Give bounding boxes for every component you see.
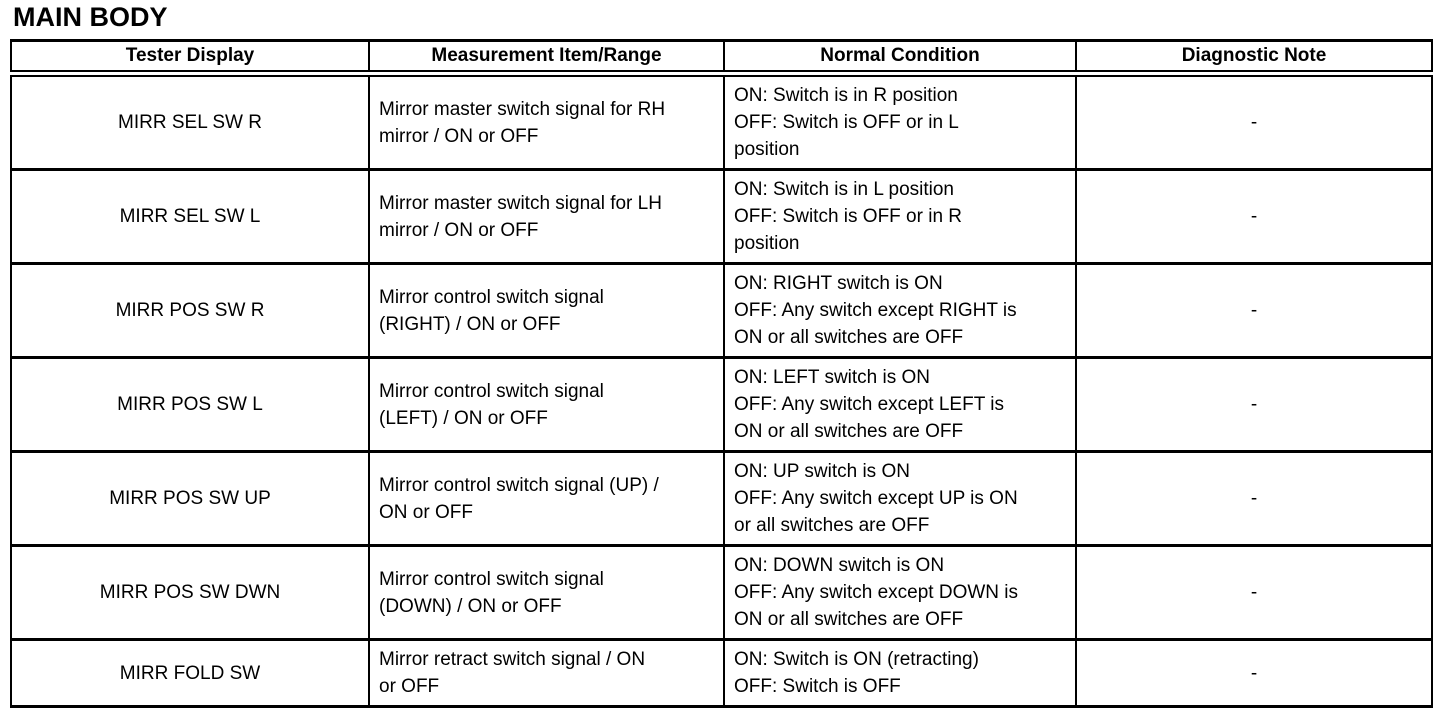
normal-condition-cell: ON: Switch is ON (retracting) OFF: Switc… <box>723 638 1077 708</box>
measurement-item-range-cell: Mirror control switch signal (RIGHT) / O… <box>368 262 725 359</box>
data-list-table: Tester Display Measurement Item/Range No… <box>10 39 1433 708</box>
normal-condition-cell: ON: DOWN switch is ON OFF: Any switch ex… <box>723 544 1077 641</box>
table-row: MIRR SEL SW R Mirror master switch signa… <box>10 72 1433 171</box>
table-row: MIRR POS SW L Mirror control switch sign… <box>10 356 1433 453</box>
diagnostic-note-cell: - <box>1075 262 1433 359</box>
table-header-row: Tester Display Measurement Item/Range No… <box>10 39 1433 77</box>
page-title: MAIN BODY <box>13 2 168 32</box>
table-row: MIRR POS SW DWN Mirror control switch si… <box>10 544 1433 641</box>
diagnostic-note-cell: - <box>1075 638 1433 708</box>
column-header-tester-display: Tester Display <box>10 39 370 77</box>
tester-display-cell: MIRR POS SW DWN <box>10 544 370 641</box>
column-header-diagnostic-note: Diagnostic Note <box>1075 39 1433 77</box>
table-row: MIRR FOLD SW Mirror retract switch signa… <box>10 638 1433 708</box>
measurement-item-range-cell: Mirror control switch signal (UP) / ON o… <box>368 450 725 547</box>
measurement-item-range-cell: Mirror control switch signal (DOWN) / ON… <box>368 544 725 641</box>
column-header-normal-condition: Normal Condition <box>723 39 1077 77</box>
normal-condition-cell: ON: Switch is in R position OFF: Switch … <box>723 72 1077 171</box>
tester-display-cell: MIRR POS SW UP <box>10 450 370 547</box>
table-body: MIRR SEL SW R Mirror master switch signa… <box>10 72 1433 708</box>
diagnostic-note-cell: - <box>1075 356 1433 453</box>
diagnostic-note-cell: - <box>1075 450 1433 547</box>
tester-display-cell: MIRR POS SW R <box>10 262 370 359</box>
normal-condition-cell: ON: UP switch is ON OFF: Any switch exce… <box>723 450 1077 547</box>
diagnostic-note-cell: - <box>1075 544 1433 641</box>
measurement-item-range-cell: Mirror control switch signal (LEFT) / ON… <box>368 356 725 453</box>
measurement-item-range-cell: Mirror master switch signal for LH mirro… <box>368 168 725 265</box>
tester-display-cell: MIRR SEL SW R <box>10 72 370 171</box>
measurement-item-range-cell: Mirror retract switch signal / ON or OFF <box>368 638 725 708</box>
diagnostic-note-cell: - <box>1075 168 1433 265</box>
table-row: MIRR SEL SW L Mirror master switch signa… <box>10 168 1433 265</box>
normal-condition-cell: ON: LEFT switch is ON OFF: Any switch ex… <box>723 356 1077 453</box>
table-row: MIRR POS SW UP Mirror control switch sig… <box>10 450 1433 547</box>
column-header-measurement-item-range: Measurement Item/Range <box>368 39 725 77</box>
tester-display-cell: MIRR POS SW L <box>10 356 370 453</box>
tester-display-cell: MIRR FOLD SW <box>10 638 370 708</box>
table-row: MIRR POS SW R Mirror control switch sign… <box>10 262 1433 359</box>
normal-condition-cell: ON: Switch is in L position OFF: Switch … <box>723 168 1077 265</box>
tester-display-cell: MIRR SEL SW L <box>10 168 370 265</box>
measurement-item-range-cell: Mirror master switch signal for RH mirro… <box>368 72 725 171</box>
diagnostic-note-cell: - <box>1075 72 1433 171</box>
normal-condition-cell: ON: RIGHT switch is ON OFF: Any switch e… <box>723 262 1077 359</box>
